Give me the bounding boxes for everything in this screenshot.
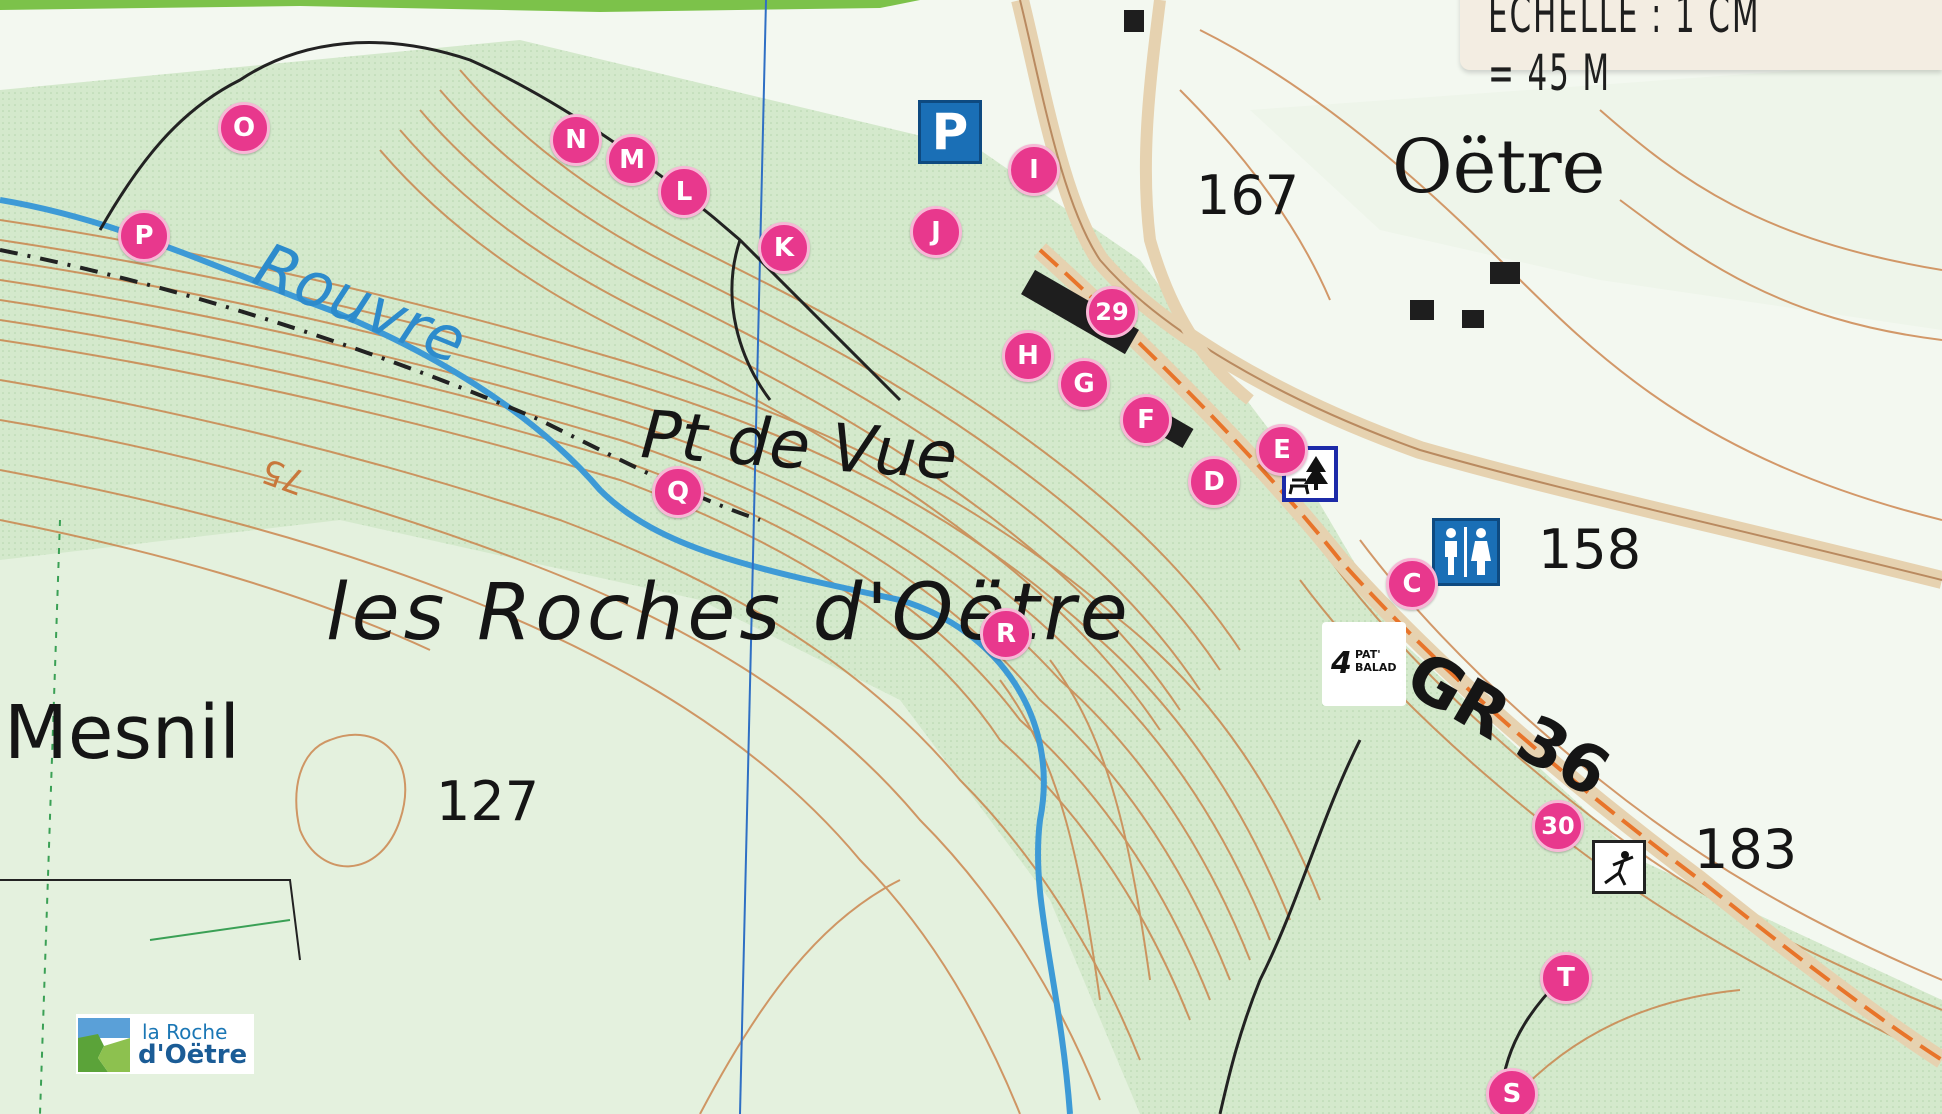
elevation-127: 127 (436, 770, 540, 833)
scale-label: ECHELLE : 1 CM = 45 M (1488, 0, 1761, 102)
waypoint-marker-g[interactable]: G (1058, 358, 1110, 410)
waypoint-marker-j[interactable]: J (910, 206, 962, 258)
toilets-icon[interactable] (1432, 518, 1500, 586)
waypoint-marker-i[interactable]: I (1008, 144, 1060, 196)
tree-picnic-icon (1288, 456, 1328, 495)
waypoint-marker-t[interactable]: T (1540, 952, 1592, 1004)
pat-balad-number: 4 (1331, 646, 1352, 681)
waypoint-marker-29[interactable]: 29 (1086, 286, 1138, 338)
waypoint-marker-r[interactable]: R (980, 608, 1032, 660)
waypoint-marker-c[interactable]: C (1386, 558, 1438, 610)
top-band (0, 0, 920, 12)
waypoint-marker-m[interactable]: M (606, 134, 658, 186)
waypoint-marker-h[interactable]: H (1002, 330, 1054, 382)
waypoint-marker-e[interactable]: E (1256, 424, 1308, 476)
scale-label-box: ECHELLE : 1 CM = 45 M (1460, 0, 1942, 102)
waypoint-marker-n[interactable]: N (550, 114, 602, 166)
climbing-icon[interactable] (1592, 840, 1646, 894)
parking-icon[interactable]: P (918, 100, 982, 164)
logo-line2: d'Oëtre (138, 1040, 248, 1070)
waypoint-marker-l[interactable]: L (658, 166, 710, 218)
la-roche-doetre-logo: la Roche d'Oëtre (76, 1014, 254, 1074)
elevation-183: 183 (1694, 818, 1798, 881)
logo-line1: la Roche (142, 1020, 228, 1044)
waypoint-marker-30[interactable]: 30 (1532, 800, 1584, 852)
waypoint-marker-k[interactable]: K (758, 222, 810, 274)
toilets-figures-icon (1445, 527, 1491, 577)
waypoint-marker-s[interactable]: S (1486, 1068, 1538, 1114)
climber-icon (1604, 851, 1634, 886)
waypoint-marker-o[interactable]: O (218, 102, 270, 154)
elevation-167: 167 (1196, 164, 1300, 227)
place-name-oetre: Oëtre (1392, 124, 1606, 210)
place-name-mesnil: Mesnil (4, 690, 240, 776)
waypoint-marker-d[interactable]: D (1188, 456, 1240, 508)
rouvre-river (0, 197, 1073, 1114)
pat-balad-text: PAT' BALAD (1355, 648, 1397, 674)
logo-mark (78, 1018, 130, 1072)
waypoint-marker-q[interactable]: Q (652, 466, 704, 518)
waypoint-marker-f[interactable]: F (1120, 394, 1172, 446)
waypoint-marker-p[interactable]: P (118, 210, 170, 262)
elevation-158: 158 (1538, 518, 1642, 581)
pat-balad-icon[interactable]: 4 PAT' BALAD (1322, 622, 1406, 706)
